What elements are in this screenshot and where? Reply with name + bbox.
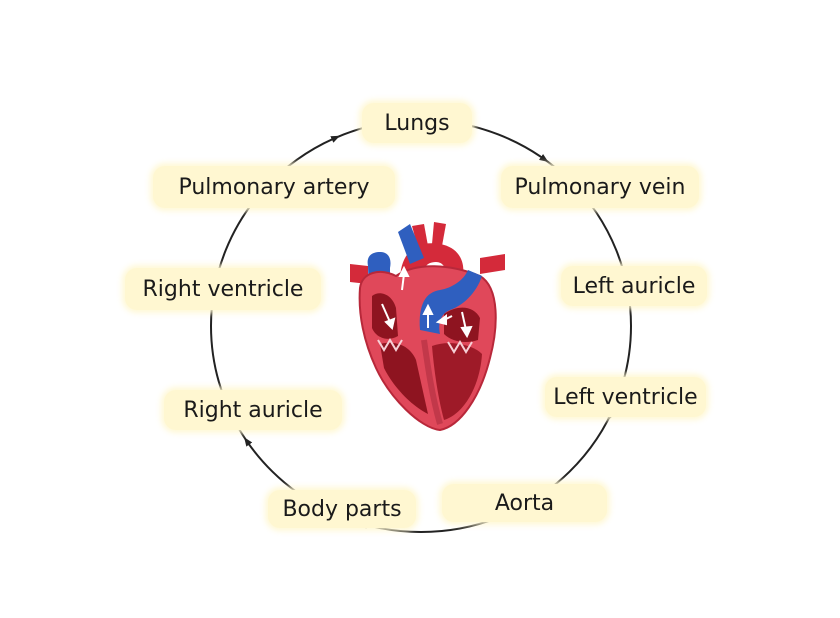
right-ventricle-chamber [380, 342, 428, 414]
node-right-auricle: Right auricle [164, 390, 342, 430]
node-pulmonary-artery: Pulmonary artery [153, 166, 395, 208]
flow-arrow-lv-head [460, 325, 473, 339]
flow-arrow-pa-head [422, 303, 434, 315]
flow-arrow-ra-head [384, 317, 396, 330]
node-pulmonary-vein: Pulmonary vein [501, 166, 699, 208]
node-lungs: Lungs [362, 103, 472, 143]
heart-cross-section-icon [350, 222, 505, 432]
left-ventricle-chamber [432, 343, 482, 420]
flow-arrow-ra [381, 303, 391, 323]
vena-cava-top-vessel [398, 224, 424, 264]
pulmonary-vein-right-vessel [480, 254, 505, 274]
aorta-branch-1 [412, 224, 428, 248]
flow-arrow-la-head [435, 314, 447, 326]
septum [421, 339, 443, 425]
left-auricle-chamber [444, 307, 480, 342]
node-body-parts: Body parts [268, 490, 416, 528]
pulmonary-artery-vessel [419, 270, 482, 334]
node-aorta: Aorta [442, 484, 607, 522]
tricuspid-valve [377, 338, 403, 352]
aorta-branch-2 [432, 222, 446, 246]
node-right-ventricle: Right ventricle [125, 268, 321, 310]
node-left-auricle: Left auricle [561, 266, 707, 306]
mitral-valve [447, 340, 473, 354]
flow-arrow-rv-head [398, 265, 410, 277]
node-left-ventricle: Left ventricle [545, 377, 706, 417]
